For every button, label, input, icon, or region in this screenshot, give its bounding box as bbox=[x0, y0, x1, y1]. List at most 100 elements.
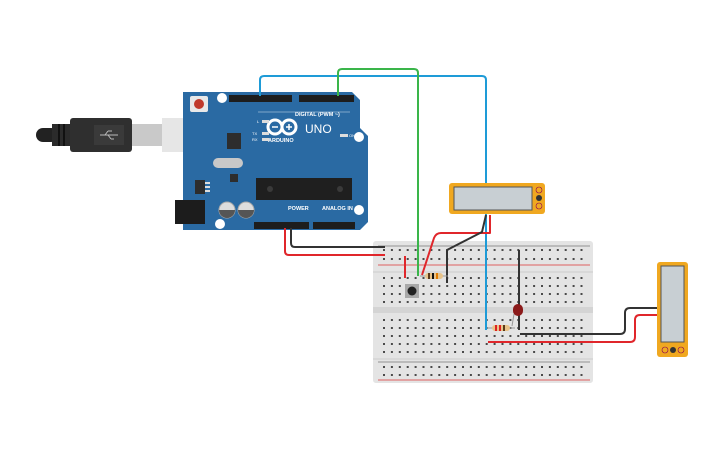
breadboard-hole[interactable] bbox=[572, 343, 575, 345]
breadboard-hole[interactable] bbox=[572, 374, 575, 376]
breadboard-hole[interactable] bbox=[564, 249, 567, 251]
breadboard-hole[interactable] bbox=[509, 249, 512, 251]
breadboard-hole[interactable] bbox=[580, 277, 583, 279]
breadboard-hole[interactable] bbox=[469, 366, 472, 368]
breadboard-hole[interactable] bbox=[525, 327, 528, 329]
breadboard-hole[interactable] bbox=[533, 319, 536, 321]
breadboard-hole[interactable] bbox=[541, 351, 543, 353]
breadboard-hole[interactable] bbox=[454, 249, 457, 251]
breadboard-hole[interactable] bbox=[390, 285, 393, 287]
breadboard-hole[interactable] bbox=[525, 319, 528, 321]
breadboard-hole[interactable] bbox=[462, 319, 464, 321]
breadboard-hole[interactable] bbox=[548, 335, 551, 337]
breadboard-hole[interactable] bbox=[438, 285, 441, 287]
breadboard-hole[interactable] bbox=[533, 285, 536, 287]
breadboard-hole[interactable] bbox=[462, 351, 464, 353]
breadboard-hole[interactable] bbox=[398, 366, 401, 368]
breadboard-hole[interactable] bbox=[541, 327, 543, 329]
breadboard-hole[interactable] bbox=[438, 366, 441, 368]
breadboard-hole[interactable] bbox=[462, 343, 464, 345]
breadboard-hole[interactable] bbox=[390, 249, 393, 251]
breadboard-hole[interactable] bbox=[469, 335, 472, 337]
breadboard-hole[interactable] bbox=[422, 343, 425, 345]
breadboard-hole[interactable] bbox=[383, 366, 385, 368]
breadboard-hole[interactable] bbox=[548, 343, 551, 345]
breadboard-hole[interactable] bbox=[501, 351, 504, 353]
breadboard-hole[interactable] bbox=[580, 366, 583, 368]
breadboard-hole[interactable] bbox=[533, 366, 536, 368]
breadboard-hole[interactable] bbox=[430, 335, 433, 337]
breadboard-hole[interactable] bbox=[564, 351, 567, 353]
breadboard-hole[interactable] bbox=[398, 374, 401, 376]
breadboard-hole[interactable] bbox=[485, 335, 488, 337]
breadboard-hole[interactable] bbox=[580, 293, 583, 295]
resistor-2[interactable] bbox=[487, 325, 515, 331]
breadboard-hole[interactable] bbox=[406, 277, 409, 279]
breadboard-hole[interactable] bbox=[548, 249, 551, 251]
breadboard-hole[interactable] bbox=[422, 249, 425, 251]
breadboard-hole[interactable] bbox=[454, 327, 457, 329]
breadboard-hole[interactable] bbox=[541, 277, 543, 279]
breadboard-hole[interactable] bbox=[462, 285, 464, 287]
breadboard-hole[interactable] bbox=[572, 319, 575, 321]
breadboard-hole[interactable] bbox=[493, 366, 496, 368]
breadboard-hole[interactable] bbox=[414, 301, 417, 303]
breadboard-hole[interactable] bbox=[580, 285, 583, 287]
breadboard-hole[interactable] bbox=[564, 301, 567, 303]
wire-green[interactable] bbox=[337, 68, 419, 276]
breadboard-hole[interactable] bbox=[383, 293, 385, 295]
breadboard-hole[interactable] bbox=[564, 277, 567, 279]
breadboard-hole[interactable] bbox=[533, 335, 536, 337]
breadboard-hole[interactable] bbox=[462, 335, 464, 337]
wire-blue[interactable] bbox=[259, 75, 487, 330]
breadboard-hole[interactable] bbox=[493, 249, 496, 251]
breadboard-hole[interactable] bbox=[446, 351, 449, 353]
breadboard-hole[interactable] bbox=[509, 277, 512, 279]
breadboard-hole[interactable] bbox=[533, 301, 536, 303]
breadboard-hole[interactable] bbox=[469, 293, 472, 295]
breadboard-hole[interactable] bbox=[580, 319, 583, 321]
breadboard-hole[interactable] bbox=[462, 293, 464, 295]
breadboard-hole[interactable] bbox=[564, 285, 567, 287]
breadboard-hole[interactable] bbox=[477, 366, 480, 368]
breadboard-hole[interactable] bbox=[446, 335, 449, 337]
breadboard-hole[interactable] bbox=[541, 335, 543, 337]
breadboard-hole[interactable] bbox=[556, 277, 559, 279]
breadboard-hole[interactable] bbox=[556, 327, 559, 329]
breadboard-hole[interactable] bbox=[383, 319, 385, 321]
breadboard-hole[interactable] bbox=[446, 293, 449, 295]
breadboard-hole[interactable] bbox=[548, 374, 551, 376]
wire-red-meter1[interactable] bbox=[421, 215, 491, 276]
breadboard-hole[interactable] bbox=[430, 351, 433, 353]
breadboard-hole[interactable] bbox=[533, 343, 536, 345]
breadboard-hole[interactable] bbox=[430, 374, 433, 376]
breadboard-hole[interactable] bbox=[383, 327, 385, 329]
wire-red-meter2[interactable] bbox=[488, 314, 660, 343]
breadboard-hole[interactable] bbox=[446, 285, 449, 287]
breadboard-hole[interactable] bbox=[398, 285, 401, 287]
breadboard-hole[interactable] bbox=[438, 319, 441, 321]
breadboard-hole[interactable] bbox=[406, 327, 409, 329]
breadboard-hole[interactable] bbox=[398, 351, 401, 353]
breadboard-hole[interactable] bbox=[572, 285, 575, 287]
breadboard-hole[interactable] bbox=[580, 327, 583, 329]
breadboard-hole[interactable] bbox=[469, 374, 472, 376]
breadboard-hole[interactable] bbox=[454, 335, 457, 337]
breadboard-hole[interactable] bbox=[548, 277, 551, 279]
breadboard-hole[interactable] bbox=[390, 343, 393, 345]
breadboard-hole[interactable] bbox=[541, 258, 543, 260]
multimeter-2[interactable] bbox=[657, 262, 688, 357]
breadboard-hole[interactable] bbox=[462, 327, 464, 329]
dial-icon[interactable] bbox=[670, 347, 676, 353]
breadboard-hole[interactable] bbox=[390, 319, 393, 321]
breadboard-hole[interactable] bbox=[548, 301, 551, 303]
breadboard-hole[interactable] bbox=[477, 327, 480, 329]
breadboard-hole[interactable] bbox=[517, 351, 520, 353]
breadboard-hole[interactable] bbox=[477, 374, 480, 376]
breadboard-hole[interactable] bbox=[430, 319, 433, 321]
breadboard-hole[interactable] bbox=[572, 301, 575, 303]
breadboard-hole[interactable] bbox=[525, 293, 528, 295]
breadboard-hole[interactable] bbox=[414, 343, 417, 345]
breadboard-hole[interactable] bbox=[406, 319, 409, 321]
breadboard-hole[interactable] bbox=[390, 374, 393, 376]
